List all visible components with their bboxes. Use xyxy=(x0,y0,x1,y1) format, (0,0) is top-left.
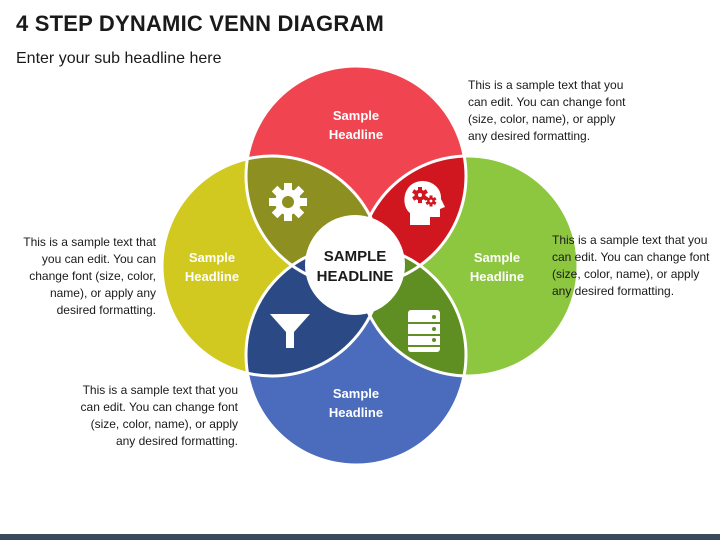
top-label-line1: Sample xyxy=(333,108,379,123)
slide-subtitle: Enter your sub headline here xyxy=(16,50,222,67)
center-title-line1: SAMPLE xyxy=(324,248,387,265)
note-bottom-left: This is a sample text that you can edit.… xyxy=(80,383,238,448)
center-title-line2: HEADLINE xyxy=(317,268,394,285)
left-label-line2: Headline xyxy=(185,269,239,284)
note-right: This is a sample text that you can edit.… xyxy=(552,233,710,298)
bottom-label-line2: Headline xyxy=(329,405,383,420)
right-label-line1: Sample xyxy=(474,250,520,265)
database-icon xyxy=(408,310,440,352)
left-label-line1: Sample xyxy=(189,250,235,265)
bottom-label-line1: Sample xyxy=(333,386,379,401)
slide-title: 4 STEP DYNAMIC VENN DIAGRAM xyxy=(16,11,385,36)
head-gears-icon xyxy=(404,180,445,225)
note-top-right: This is a sample text that you can edit.… xyxy=(468,78,626,143)
center-disc xyxy=(305,215,405,315)
note-left: This is a sample text that you can edit.… xyxy=(23,235,156,317)
gear-icon xyxy=(269,183,307,221)
top-label-line2: Headline xyxy=(329,127,383,142)
right-label-line2: Headline xyxy=(470,269,524,284)
bottom-accent-bar xyxy=(0,534,720,540)
funnel-icon xyxy=(270,314,310,348)
